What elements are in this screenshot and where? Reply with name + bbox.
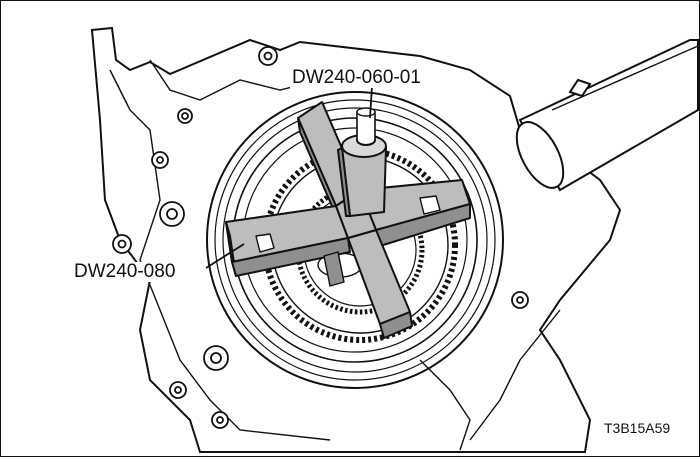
- figure-code: T3B15A59: [604, 420, 671, 436]
- callout-dw240-080: DW240-080: [72, 261, 178, 282]
- callout-dw240-060-01: DW240-060-01: [290, 67, 423, 88]
- tool-dw240-060-01: [336, 107, 388, 218]
- case-bolts: [112, 46, 529, 429]
- leader-lines: [205, 85, 373, 269]
- output-shaft: [515, 39, 699, 192]
